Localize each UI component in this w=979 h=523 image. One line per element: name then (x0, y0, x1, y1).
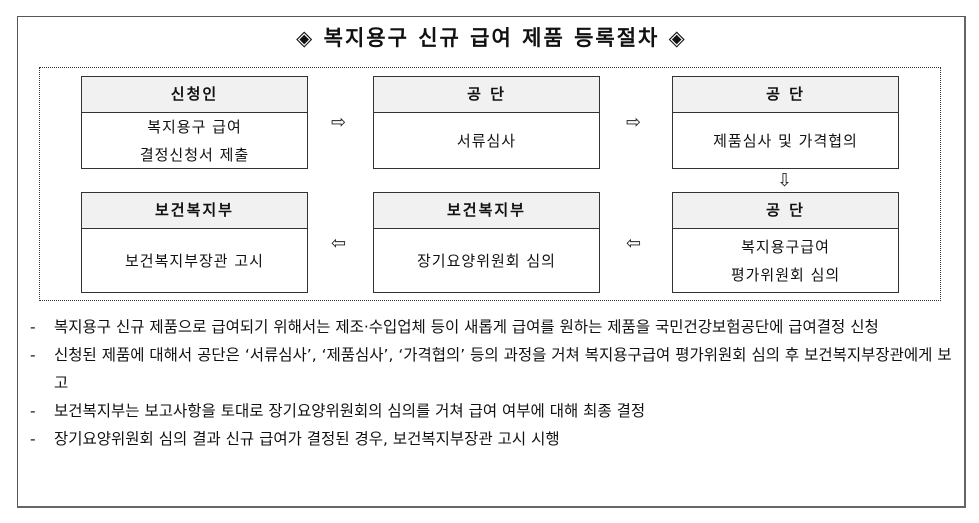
bullet-dash: - (30, 402, 36, 420)
bullet-dash: - (30, 318, 36, 336)
step-evaluation-committee: 공 단 복지용구급여 평가위원회 심의 (672, 192, 899, 293)
arrow-right-icon: ⇨ (331, 112, 347, 133)
note-text: 장기요양위원회 심의 결과 신규 급여가 결정된 경우, 보건복지부장관 고시 … (54, 430, 560, 448)
step-body-line: 보건복지부장관 고시 (125, 252, 264, 270)
step-body-line: 평가위원회 심의 (730, 266, 841, 284)
arrow-down-icon: ⇩ (777, 170, 793, 191)
page-title: ◈ 복지용구 신규 급여 제품 등록절차 ◈ (296, 26, 687, 50)
notes-list: - 복지용구 신규 제품으로 급여되기 위해서는 제조·수입업체 등이 새롭게 … (30, 313, 960, 453)
step-header: 보건복지부 (82, 193, 307, 229)
step-body-line: 제품심사 및 가격협의 (713, 132, 858, 150)
step-body: 제품심사 및 가격협의 (673, 113, 898, 169)
step-body-line: 서류심사 (456, 132, 517, 150)
step-header: 보건복지부 (374, 193, 599, 229)
arrow-left-icon: ⇦ (331, 233, 347, 254)
bullet-dash: - (30, 346, 36, 364)
note-item: - 복지용구 신규 제품으로 급여되기 위해서는 제조·수입업체 등이 새롭게 … (30, 313, 960, 341)
step-body-line: 복지용구급여 (741, 238, 830, 256)
bullet-dash: - (30, 430, 36, 448)
step-body: 서류심사 (374, 113, 599, 169)
step-body: 복지용구급여 평가위원회 심의 (673, 229, 898, 293)
arrow-right-icon: ⇨ (626, 112, 642, 133)
step-body: 장기요양위원회 심의 (374, 229, 599, 293)
step-body-line: 장기요양위원회 심의 (417, 252, 556, 270)
step-body-line: 결정신청서 제출 (139, 146, 250, 164)
note-text: 복지용구 신규 제품으로 급여되기 위해서는 제조·수입업체 등이 새롭게 급여… (54, 318, 879, 336)
flow-diagram-frame (39, 67, 941, 301)
step-header: 신청인 (82, 77, 307, 113)
note-text: 신청된 제품에 대해서 공단은 ‘서류심사’, ‘제품심사’, ‘가격협의’ 등… (54, 346, 952, 392)
step-long-term-care-committee: 보건복지부 장기요양위원회 심의 (373, 192, 600, 293)
step-minister-notice: 보건복지부 보건복지부장관 고시 (81, 192, 308, 293)
step-header: 공 단 (673, 193, 898, 229)
note-item: - 보건복지부는 보고사항을 토대로 장기요양위원회의 심의를 거쳐 급여 여부… (30, 397, 960, 425)
step-product-review-pricing: 공 단 제품심사 및 가격협의 (672, 76, 899, 169)
step-header: 공 단 (374, 77, 599, 113)
note-item: - 장기요양위원회 심의 결과 신규 급여가 결정된 경우, 보건복지부장관 고… (30, 425, 960, 453)
arrow-left-icon: ⇦ (626, 233, 642, 254)
step-body: 복지용구 급여 결정신청서 제출 (82, 113, 307, 169)
step-header: 공 단 (673, 77, 898, 113)
document-border (17, 16, 966, 508)
step-body: 보건복지부장관 고시 (82, 229, 307, 293)
note-text: 보건복지부는 보고사항을 토대로 장기요양위원회의 심의를 거쳐 급여 여부에 … (54, 402, 646, 420)
note-item: - 신청된 제품에 대해서 공단은 ‘서류심사’, ‘제품심사’, ‘가격협의’… (30, 341, 960, 397)
step-body-line: 복지용구 급여 (147, 118, 242, 136)
step-document-review: 공 단 서류심사 (373, 76, 600, 169)
step-applicant-submission: 신청인 복지용구 급여 결정신청서 제출 (81, 76, 308, 169)
